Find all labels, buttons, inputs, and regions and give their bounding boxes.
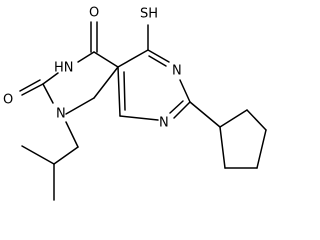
bond-n3-c2 xyxy=(42,72,59,85)
bond-ch2-ch xyxy=(53,146,79,165)
pyrimidine-nitrogen-bottom-label: N xyxy=(159,116,169,131)
bond-n6-c7 xyxy=(179,79,191,103)
bond-ch-ch3-a xyxy=(21,145,55,165)
cyclopentyl-group xyxy=(189,101,267,169)
pyrimidine-ring xyxy=(117,49,191,121)
bond-c2-o-double-a xyxy=(21,83,44,96)
bond-c2-n1 xyxy=(42,83,54,104)
bond-cp2-cp3 xyxy=(246,109,267,131)
bond-c5-n6-inner xyxy=(148,55,167,67)
bond-n1-ch2 xyxy=(65,121,79,148)
bond-c7-n8 xyxy=(173,101,191,119)
pyrimidinedione-ring xyxy=(19,21,119,115)
ring-nitrogen-substituted-label: N xyxy=(56,107,66,122)
bond-c5-n6 xyxy=(147,49,170,63)
amide-nitrogen-label: HN xyxy=(54,61,74,76)
bond-cp1-cp2 xyxy=(219,109,248,128)
bond-c7-n8-inner xyxy=(169,100,184,114)
thiol-label: SH xyxy=(140,7,158,22)
carbonyl-oxygen-top-label: O xyxy=(89,6,99,21)
bond-n1-c8a xyxy=(65,97,95,115)
bond-c4-c4a xyxy=(93,51,119,68)
bond-c7-cp1 xyxy=(189,101,221,128)
molecule-structure-drawing: SH O HN O N N N xyxy=(3,6,267,201)
bond-cp5-cp1 xyxy=(219,126,226,169)
bond-c4a-c5 xyxy=(117,49,149,68)
bond-c8a-c4a-right xyxy=(117,66,121,117)
bond-c8a-c4a xyxy=(93,66,119,99)
bond-n8-c8a xyxy=(119,115,159,121)
bond-c2-o-double-b xyxy=(19,79,41,92)
isobutyl-group xyxy=(21,121,79,201)
bond-c4-n3 xyxy=(77,51,95,63)
carbonyl-oxygen-left-label: O xyxy=(3,93,13,108)
bond-c8a-c4a-inner xyxy=(123,71,126,111)
pyrimidine-nitrogen-right-label: N xyxy=(172,64,182,79)
bond-cp3-cp4 xyxy=(256,129,267,169)
